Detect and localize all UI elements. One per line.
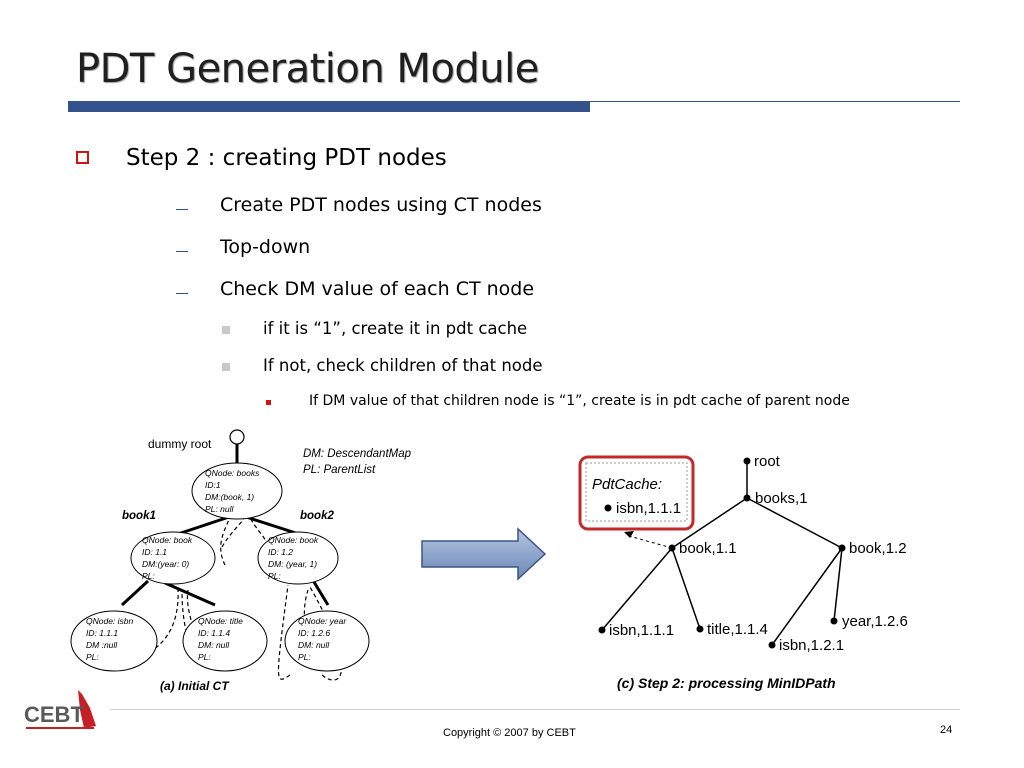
bullet-top-down: Top-down — [220, 236, 311, 258]
svg-text:CEBT: CEBT — [24, 702, 84, 727]
node-year-line: DM: null — [298, 640, 330, 650]
caption-step2: (c) Step 2: processing MinIDPath — [617, 675, 836, 691]
node-book-12: book,1.2 — [849, 540, 907, 557]
node-title-line: DM: null — [198, 640, 230, 650]
pdt-cache-label: PdtCache: — [592, 476, 662, 493]
node-book2-line: DM: (year, 1) — [268, 559, 317, 569]
book2-label: book2 — [300, 510, 334, 522]
book1-label: book1 — [122, 510, 156, 522]
step2-diagram: PdtCache: isbn,1.1.1 root books,1 book,1… — [578, 453, 908, 691]
dash-bullet-icon — [176, 251, 188, 252]
node-title-line: PL: — [198, 652, 211, 662]
node-isbn-line: ID: 1.1.1 — [86, 628, 118, 638]
node-year-126: year,1.2.6 — [842, 613, 908, 630]
dash-bullet-icon — [176, 209, 188, 210]
legend-dm: DM: DescendantMap — [303, 448, 412, 460]
legend-pl: PL: ParentList — [303, 464, 376, 476]
node-book1-line: QNode: book — [142, 535, 193, 545]
bullet-children-dm: If DM value of that children node is “1”… — [309, 393, 850, 409]
bullet-step2: Step 2 : creating PDT nodes — [126, 145, 447, 171]
right-arrow-icon — [421, 527, 547, 581]
red-square-bullet-icon — [266, 400, 271, 405]
node-book1-line: DM:(year: 0) — [142, 559, 189, 569]
bullet-if-one: if it is “1”, create it in pdt cache — [263, 319, 528, 338]
node-title-114: title,1.1.4 — [707, 621, 768, 638]
node-title-line: ID: 1.1.4 — [198, 628, 230, 638]
node-books-line: DM:(book, 1) — [205, 492, 254, 502]
node-isbn-line: DM :null — [86, 640, 118, 650]
square-bullet-icon — [76, 151, 89, 164]
node-year-line: QNode: year — [298, 616, 347, 626]
node-books: books,1 — [755, 490, 808, 507]
node-books-line: QNode: books — [205, 468, 260, 478]
node-book2-line: ID: 1.2 — [268, 547, 293, 557]
page-number: 24 — [940, 724, 953, 736]
node-isbn-121: isbn,1.2.1 — [779, 637, 844, 654]
node-book1-line: PL: — [142, 571, 155, 581]
initial-ct-diagram: dummy root DM: DescendantMap PL: ParentL… — [70, 429, 412, 693]
bullet-check-dm: Check DM value of each CT node — [220, 278, 535, 300]
node-isbn-line: PL: — [86, 652, 99, 662]
node-book2-line: QNode: book — [268, 535, 319, 545]
node-isbn-line: QNode: isbn — [86, 616, 134, 626]
title-rule — [68, 101, 590, 112]
node-isbn-111: isbn,1.1.1 — [609, 622, 674, 639]
bullet-create-pdt: Create PDT nodes using CT nodes — [220, 194, 542, 216]
gray-square-bullet-icon — [222, 363, 230, 371]
footer-rule — [110, 709, 960, 710]
pdt-cache-entry: isbn,1.1.1 — [616, 500, 681, 517]
bullet-if-not: If not, check children of that node — [263, 356, 543, 375]
node-root: root — [754, 453, 781, 470]
node-books-line: PL: null — [205, 504, 234, 514]
node-book-11: book,1.1 — [679, 540, 737, 557]
node-year-line: PL: — [298, 652, 311, 662]
dash-bullet-icon — [176, 293, 188, 294]
footer-copyright: Copyright © 2007 by CEBT — [443, 727, 576, 739]
gray-square-bullet-icon — [222, 326, 230, 334]
title-rule-thin — [590, 101, 960, 102]
node-books-line: ID:1 — [205, 480, 221, 490]
caption-initial-ct: (a) Initial CT — [160, 679, 230, 693]
node-book1-line: ID: 1.1 — [142, 547, 167, 557]
pdt-cache-box — [578, 455, 695, 531]
page-title: PDT Generation Module — [76, 46, 539, 92]
cebt-logo: CEBT — [24, 690, 96, 729]
dummy-root-label: dummy root — [148, 437, 212, 451]
node-year-line: ID: 1.2.6 — [298, 628, 330, 638]
node-book2-line: PL: — [268, 571, 281, 581]
node-title-line: QNode: title — [198, 616, 243, 626]
